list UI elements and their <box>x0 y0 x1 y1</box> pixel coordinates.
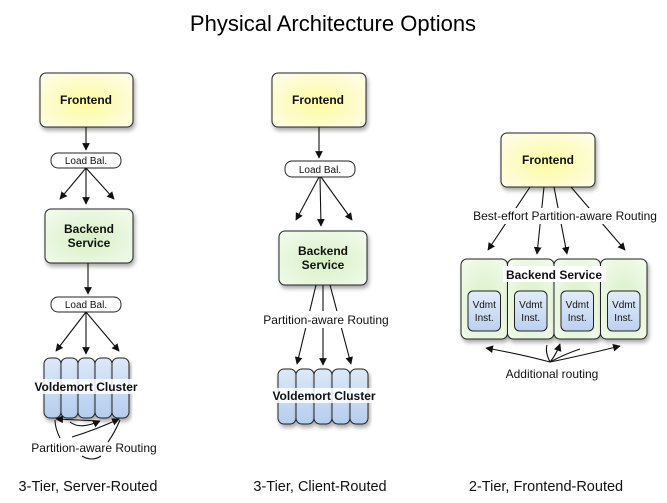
routing-arc <box>485 345 551 363</box>
routing-label: Partition-aware Routing <box>263 313 388 327</box>
diagram-caption: 2-Tier, Frontend-Routed <box>469 479 623 495</box>
edge <box>295 176 320 221</box>
vdmt-instance-box <box>607 290 641 332</box>
load-balancer-label: Load Bal. <box>65 156 107 167</box>
vdmt-instance-label-line2: Inst. <box>521 313 540 324</box>
edge <box>59 167 87 200</box>
vdmt-instance-label-line2: Inst. <box>568 313 587 324</box>
routing-arc <box>549 343 621 363</box>
load-balancer-label: Load Bal. <box>299 165 341 176</box>
edge <box>85 167 115 200</box>
diagram-frontend-routed: Frontend Best-effort Partition-aware Rou… <box>460 132 664 495</box>
edge <box>320 176 353 221</box>
cluster-label: Voldemort Cluster <box>34 380 137 394</box>
routing-arc <box>545 344 551 363</box>
edge <box>317 176 325 227</box>
diagram-caption: 3-Tier, Client-Routed <box>253 479 386 495</box>
vdmt-instance-label-line1: Vdmt <box>612 300 636 311</box>
backend-label-line1: Backend <box>298 244 348 258</box>
frontend-box <box>500 132 596 188</box>
vdmt-instance-box <box>560 290 594 332</box>
vdmt-instance-label-line1: Vdmt <box>519 300 543 311</box>
routing-arc <box>55 415 101 424</box>
diagram-server-routed: Frontend Load Bal. Backend Service Load … <box>19 72 158 495</box>
voldemort-cluster <box>39 357 134 419</box>
backend-label: Backend Service <box>506 268 602 282</box>
frontend-label: Frontend <box>60 93 112 107</box>
routing-arc <box>69 420 101 428</box>
cluster-label: Voldemort Cluster <box>272 389 375 403</box>
label-background <box>260 311 392 328</box>
routing-arc <box>71 418 120 438</box>
label-background <box>464 208 664 224</box>
label-background <box>503 266 606 282</box>
load-balancer-label: Load Bal. <box>65 300 107 311</box>
vdmt-instance-box <box>514 290 548 332</box>
edge <box>85 311 120 352</box>
routing-label: Partition-aware Routing <box>31 441 156 455</box>
routing-arc <box>54 419 61 439</box>
page-title: Physical Architecture Options <box>190 11 476 36</box>
voldemort-cluster <box>273 368 373 425</box>
vdmt-instance-label-line2: Inst. <box>614 313 633 324</box>
routing-arc <box>549 348 581 363</box>
label-background <box>273 388 373 403</box>
diagram-client-routed: Frontend Load Bal. Backend Service Parti… <box>253 72 392 495</box>
frontend-label: Frontend <box>292 93 344 107</box>
additional-routing-label: Additional routing <box>506 367 599 381</box>
backend-label-line2: Service <box>68 236 111 250</box>
frontend-label: Frontend <box>522 153 574 167</box>
backend-label-line1: Backend <box>64 222 114 236</box>
vdmt-instance-box <box>467 290 501 332</box>
edge <box>55 311 87 352</box>
vdmt-instance-label-line1: Vdmt <box>473 300 497 311</box>
label-background <box>39 379 134 394</box>
routing-arc <box>107 419 121 443</box>
routing-arc <box>81 455 102 460</box>
backend-box <box>44 208 134 264</box>
vdmt-instance-label-line2: Inst. <box>475 313 494 324</box>
routing-arc <box>549 343 562 363</box>
routing-label: Best-effort Partition-aware Routing <box>473 209 657 223</box>
backend-label-line2: Service <box>302 258 345 272</box>
vdmt-instance-label-line1: Vdmt <box>566 300 590 311</box>
diagram-caption: 3-Tier, Server-Routed <box>19 479 158 495</box>
